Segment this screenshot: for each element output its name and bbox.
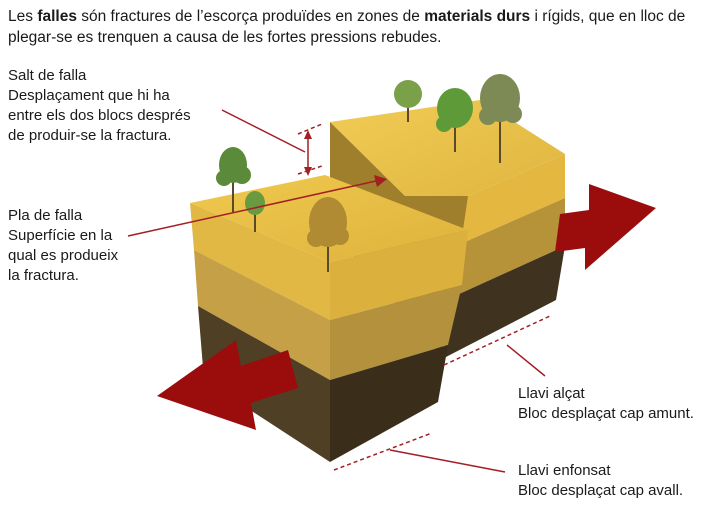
pla-title: Pla de falla xyxy=(8,206,133,226)
alcat-title: Llavi alçat xyxy=(518,384,722,404)
salt-de-falla-label: Salt de falla Desplaçament que hi ha ent… xyxy=(8,66,208,146)
llavi-enfonsat-label: Llavi enfonsat Bloc desplaçat cap avall. xyxy=(518,461,722,501)
intro-text: Les falles són fractures de l’escorça pr… xyxy=(8,6,708,48)
enfonsat-title: Llavi enfonsat xyxy=(518,461,722,481)
pla-description: Superfície en la qual es produeix la fra… xyxy=(8,226,133,286)
alcat-description: Bloc desplaçat cap amunt. xyxy=(518,404,722,424)
salt-title: Salt de falla xyxy=(8,66,208,86)
salt-upper-dashed-line xyxy=(298,124,322,134)
arrow-right-movement xyxy=(555,184,656,270)
salt-description: Desplaçament que hi ha entre els dos blo… xyxy=(8,86,208,146)
enfonsat-description: Bloc desplaçat cap avall. xyxy=(518,481,722,501)
enfonsat-leader-line xyxy=(390,450,505,472)
salt-leader-line xyxy=(222,110,305,152)
alcat-leader-line xyxy=(507,345,545,376)
pla-de-falla-label: Pla de falla Superfície en la qual es pr… xyxy=(8,206,133,286)
llavi-alcat-label: Llavi alçat Bloc desplaçat cap amunt. xyxy=(518,384,722,424)
